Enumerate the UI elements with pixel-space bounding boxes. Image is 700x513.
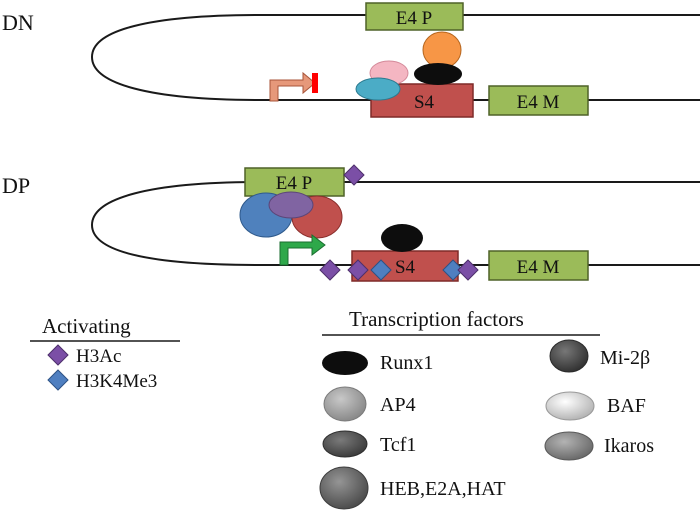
dn-chromatin-loop: [90, 14, 700, 101]
legend-transcription-factors: Transcription factors Runx1 Mi-2β AP4 BA…: [319, 307, 654, 510]
dn-s4-label: S4: [414, 92, 435, 113]
mi2b-legend-icon: [549, 339, 589, 373]
dp-h3ac-mark-2: [347, 259, 369, 281]
dp-h3k4me3-mark-2: [442, 259, 464, 281]
dn-teal-factor: [355, 77, 401, 101]
dn-e4m-box: [488, 85, 589, 116]
dp-purple-factor: [268, 191, 314, 219]
dp-runx1-factor: [381, 224, 423, 252]
dn-runx1-factor: [414, 63, 462, 85]
ikaros-legend-icon: [544, 431, 594, 461]
dn-panel: DN E4 P S4 E4 M: [2, 2, 700, 118]
baf-legend-label: BAF: [607, 395, 646, 417]
heb-e2a-hat-legend-icon: [319, 466, 369, 510]
legend-activating-title: Activating: [42, 314, 131, 338]
dp-h3ac-mark-e4p: [343, 164, 365, 186]
h3k4me3-legend-label: H3K4Me3: [76, 371, 157, 392]
legend-tf-title: Transcription factors: [349, 307, 524, 331]
dp-e4m-box: [488, 250, 589, 281]
ap4-legend-icon: [323, 386, 367, 422]
baf-legend-icon: [545, 391, 595, 421]
runx1-legend-icon: [322, 351, 368, 375]
mi2b-legend-label: Mi-2β: [600, 347, 650, 369]
ap4-legend-label: AP4: [380, 394, 416, 416]
h3ac-legend-label: H3Ac: [76, 346, 121, 367]
dp-s4-label: S4: [395, 257, 416, 278]
dn-label: DN: [2, 10, 34, 35]
h3k4me3-legend-icon: [47, 369, 69, 391]
legend-activating: Activating H3Ac H3K4Me3: [30, 314, 180, 392]
dp-e4m-label: E4 M: [517, 257, 560, 278]
dp-label: DP: [2, 173, 30, 198]
dn-e4p-box: [365, 2, 464, 31]
dn-e4m-label: E4 M: [517, 92, 560, 113]
runx1-legend-label: Runx1: [380, 352, 433, 374]
tcf1-legend-label: Tcf1: [380, 434, 416, 456]
dp-h3k4me3-mark-1: [370, 259, 392, 281]
dp-e4p-box: [244, 167, 345, 197]
h3ac-legend-icon: [47, 344, 69, 366]
dn-promoter-arrow: [269, 71, 316, 102]
ikaros-legend-label: Ikaros: [604, 435, 654, 457]
dp-panel: DP E4 P S4 E4 M: [2, 164, 700, 282]
dn-block-mark: [312, 73, 318, 93]
dp-chromatin-loop: [90, 181, 700, 266]
dp-promoter-arrow: [279, 233, 326, 266]
tcf1-legend-icon: [322, 430, 368, 458]
dp-h3ac-mark-1: [319, 259, 341, 281]
heb-e2a-hat-legend-label: HEB,E2A,HAT: [380, 478, 506, 500]
dn-e4p-label: E4 P: [396, 8, 432, 29]
dp-e4p-label: E4 P: [276, 173, 312, 194]
dp-h3ac-mark-3: [457, 259, 479, 281]
dn-orange-factor: [422, 31, 462, 69]
